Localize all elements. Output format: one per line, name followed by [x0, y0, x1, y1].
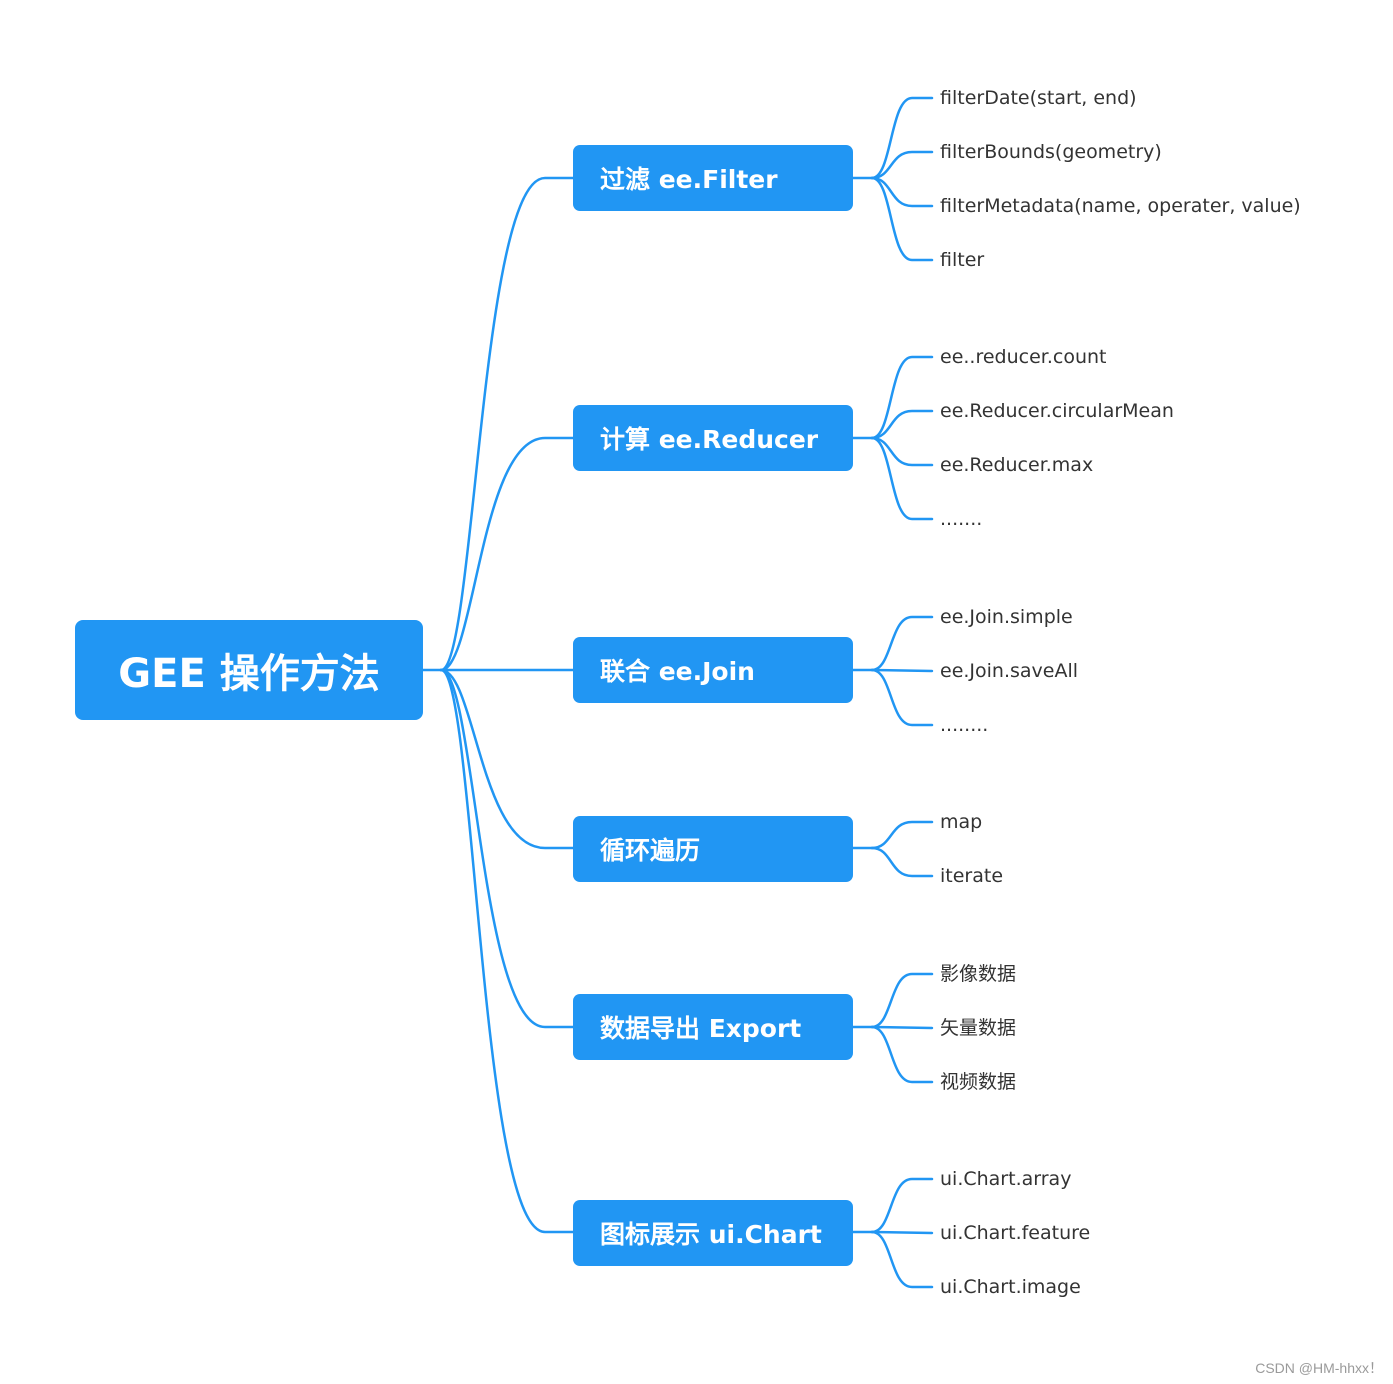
- branch-leaf-connector: [870, 846, 934, 878]
- branch-export[interactable]: 数据导出 Export: [573, 994, 853, 1060]
- branch-chart[interactable]: 图标展示 ui.Chart: [573, 1200, 853, 1266]
- branch-label: 数据导出 Export: [600, 1014, 802, 1043]
- leaf-reducer-count[interactable]: ee..reducer.count: [940, 346, 1107, 368]
- branch-filter[interactable]: 过滤 ee.Filter: [573, 145, 853, 211]
- branch-leaf-connector: [870, 436, 934, 521]
- branch-leaf-connector: [870, 355, 934, 440]
- branch-leaf-connector: [870, 409, 934, 440]
- branch-label: 计算 ee.Reducer: [600, 425, 819, 454]
- root-branch-connector: [439, 176, 575, 672]
- leaf-export-vector[interactable]: 矢量数据: [940, 1017, 1017, 1039]
- leaf-filter-metadata[interactable]: filterMetadata(name, operater, value): [940, 195, 1301, 217]
- branch-leaf-connector: [870, 150, 934, 180]
- leaf-filter[interactable]: filter: [940, 249, 985, 271]
- branch-leaf-connector: [870, 668, 934, 727]
- branch-leaf-connector: [870, 1025, 934, 1084]
- branch-join[interactable]: 联合 ee.Join: [573, 637, 853, 703]
- branch-leaf-connector: [870, 176, 934, 262]
- branch-leaf-connector: [870, 96, 934, 180]
- leaf-join-more[interactable]: ........: [940, 714, 989, 736]
- root-branch-connector: [439, 436, 575, 672]
- branch-leaf-connector: [870, 436, 934, 467]
- leaf-chart-array[interactable]: ui.Chart.array: [940, 1168, 1072, 1190]
- branch-label: 联合 ee.Join: [600, 657, 755, 686]
- root-branch-connector: [439, 668, 575, 850]
- leaf-filter-date[interactable]: filterDate(start, end): [940, 87, 1137, 109]
- root-node[interactable]: GEE 操作方法: [75, 620, 423, 720]
- branch-label: 过滤 ee.Filter: [600, 165, 778, 194]
- leaf-reducer-more[interactable]: .......: [940, 508, 983, 530]
- leaf-reducer-circular-mean[interactable]: ee.Reducer.circularMean: [940, 400, 1174, 422]
- leaf-iterate[interactable]: iterate: [940, 865, 1004, 887]
- branch-leaf-connector: [870, 176, 934, 208]
- branch-leaf-connector: [870, 972, 934, 1029]
- branch-leaf-connector: [870, 1230, 934, 1235]
- leaf-filter-bounds[interactable]: filterBounds(geometry): [940, 141, 1162, 163]
- leaf-reducer-max[interactable]: ee.Reducer.max: [940, 454, 1094, 476]
- root-branch-connector: [439, 668, 575, 1029]
- leaf-join-saveall[interactable]: ee.Join.saveAll: [940, 660, 1079, 682]
- root-label: GEE 操作方法: [118, 651, 380, 697]
- leaf-map[interactable]: map: [940, 811, 983, 833]
- branch-leaf-connector: [870, 1230, 934, 1289]
- leaf-export-image[interactable]: 影像数据: [940, 963, 1017, 985]
- branch-label: 图标展示 ui.Chart: [600, 1220, 822, 1249]
- branch-leaf-connector: [870, 820, 934, 850]
- leaf-chart-feature[interactable]: ui.Chart.feature: [940, 1222, 1091, 1244]
- branch-leaf-connector: [870, 1177, 934, 1234]
- branch-leaf-connector: [870, 615, 934, 672]
- branch-leaf-connector: [870, 1025, 934, 1030]
- leaf-join-simple[interactable]: ee.Join.simple: [940, 606, 1073, 628]
- branch-label: 循环遍历: [600, 836, 701, 865]
- root-branch-connector: [439, 668, 575, 1234]
- leaf-chart-image[interactable]: ui.Chart.image: [940, 1276, 1081, 1298]
- branch-reducer[interactable]: 计算 ee.Reducer: [573, 405, 853, 471]
- leaf-export-video[interactable]: 视频数据: [940, 1071, 1017, 1093]
- branch-loop[interactable]: 循环遍历: [573, 816, 853, 882]
- branch-leaf-connector: [870, 668, 934, 673]
- watermark: CSDN @HM-hhxx！: [1255, 1360, 1383, 1376]
